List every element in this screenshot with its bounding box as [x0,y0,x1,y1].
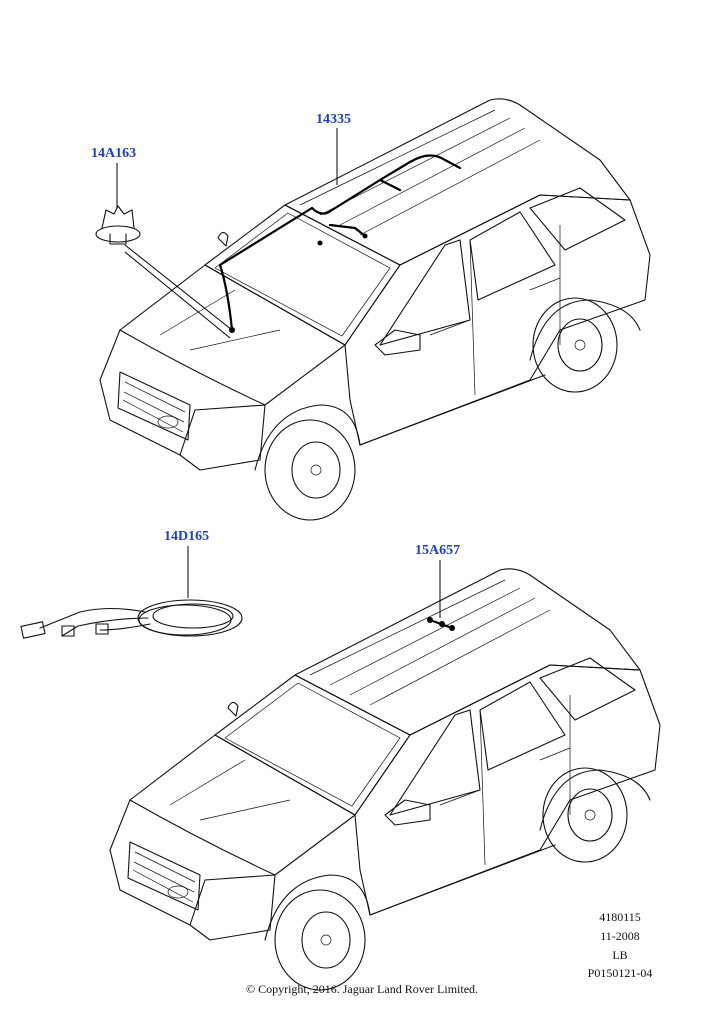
copyright: © Copyright, 2016. Jaguar Land Rover Lim… [245,982,479,996]
callout-14335[interactable]: 14335 [316,112,351,127]
meta-code: 4180115 [599,910,641,924]
wiring-harness-part [20,599,243,639]
roof-harness [310,154,462,215]
meta-date: 11-2008 [600,929,640,943]
callout-15A657[interactable]: 15A657 [415,543,461,558]
vehicle-top [99,98,651,521]
meta-region: LB [612,948,628,962]
callout-14A163[interactable]: 14A163 [91,146,137,161]
clip-part [95,205,233,339]
callout-14D165[interactable]: 14D165 [164,529,210,544]
meta-ref: P0150121-04 [587,966,653,980]
vehicle-bottom [109,568,661,991]
